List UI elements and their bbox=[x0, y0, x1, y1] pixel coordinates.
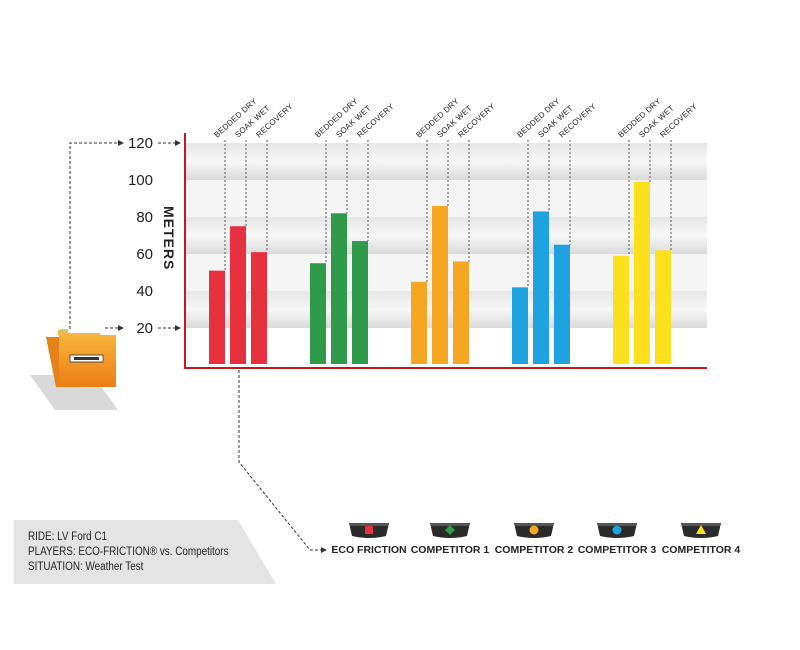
legend-item: COMPETITOR 2 bbox=[495, 523, 574, 556]
disc-icon-rim bbox=[682, 523, 720, 526]
legend-item: COMPETITOR 3 bbox=[578, 523, 657, 556]
circle-icon bbox=[612, 525, 622, 535]
info-panel-background bbox=[14, 520, 276, 584]
legend-label: COMPETITOR 2 bbox=[495, 544, 574, 556]
bar bbox=[352, 241, 368, 364]
y-tick-label: 60 bbox=[136, 246, 153, 263]
folder-icon bbox=[30, 329, 118, 410]
y-tick-label: 100 bbox=[128, 172, 153, 189]
grid-band bbox=[186, 143, 707, 180]
bar bbox=[251, 252, 267, 364]
y-tick-label: 80 bbox=[136, 209, 153, 226]
y-tick-label: 120 bbox=[128, 135, 153, 152]
bar bbox=[554, 244, 570, 364]
legend-label: COMPETITOR 3 bbox=[578, 544, 657, 556]
bar bbox=[209, 270, 225, 364]
legend-item: ECO FRICTION bbox=[331, 523, 407, 556]
info-players: PLAYERS: ECO-FRICTION® vs. Competitors bbox=[28, 546, 229, 558]
legend-label: COMPETITOR 4 bbox=[662, 544, 741, 556]
bar bbox=[331, 213, 347, 364]
info-text: RIDE: LV Ford C1 PLAYERS: ECO-FRICTION® … bbox=[28, 530, 229, 575]
bar bbox=[655, 250, 671, 364]
y-tick-label: 20 bbox=[136, 320, 153, 337]
disc-icon-rim bbox=[431, 523, 469, 526]
bar bbox=[230, 226, 246, 364]
legend-label: COMPETITOR 1 bbox=[411, 544, 490, 556]
bar bbox=[613, 255, 629, 364]
y-axis-title: METERS bbox=[161, 206, 177, 270]
diamond-icon bbox=[445, 525, 455, 535]
bar bbox=[512, 287, 528, 364]
bar bbox=[634, 181, 650, 364]
axis-arrowheads bbox=[175, 140, 181, 331]
connector-lines bbox=[69, 142, 323, 551]
bar bbox=[453, 261, 469, 364]
bar bbox=[310, 263, 326, 364]
axes bbox=[184, 133, 707, 369]
info-ride: RIDE: LV Ford C1 bbox=[28, 531, 107, 543]
disc-icon-rim bbox=[350, 523, 388, 526]
axis-dashes bbox=[158, 142, 176, 329]
legend-item: COMPETITOR 1 bbox=[411, 523, 490, 556]
legend-label: ECO FRICTION bbox=[331, 544, 406, 556]
bar bbox=[533, 211, 549, 364]
circle-icon bbox=[529, 525, 539, 535]
triangle-icon bbox=[696, 525, 706, 534]
disc-icon-rim bbox=[598, 523, 636, 526]
bars bbox=[209, 181, 671, 364]
legend-item: COMPETITOR 4 bbox=[662, 523, 741, 556]
y-ticks: 20 40 60 80 100 120 bbox=[128, 135, 153, 337]
legend: ECO FRICTION COMPETITOR 1 COMPETITOR 2 COMP… bbox=[331, 523, 740, 556]
bar bbox=[411, 281, 427, 364]
y-tick-label: 40 bbox=[136, 283, 153, 300]
disc-icon-rim bbox=[515, 523, 553, 526]
square-icon bbox=[365, 526, 373, 534]
info-panel: RIDE: LV Ford C1 PLAYERS: ECO-FRICTION® … bbox=[14, 520, 276, 584]
info-situation: SITUATION: Weather Test bbox=[28, 561, 144, 573]
connector-arrowheads bbox=[118, 140, 327, 553]
bar bbox=[432, 205, 448, 364]
